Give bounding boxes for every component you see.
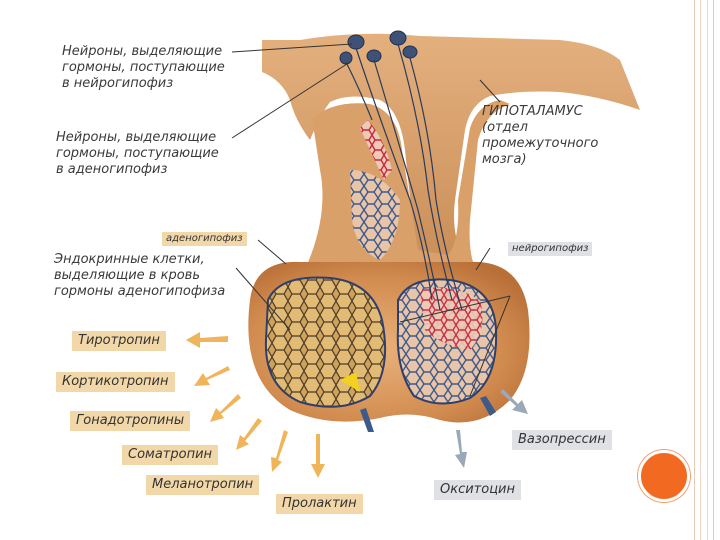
hormone-box-corticotropin: Кортикотропин <box>56 372 175 392</box>
hormone-box-gonadotropins: Гонадотропины <box>70 411 190 431</box>
label-endocrine-line3: гормоны аденогипофиза <box>54 284 225 300</box>
hormone-box-prolactin: Пролактин <box>276 494 363 514</box>
label-hypothalamus-line3: промежуточного <box>482 136 598 152</box>
label-neurons-neuro: Нейроны, выделяющие гормоны, поступающие… <box>62 44 225 92</box>
label-adenohypophysis: аденогипофиз <box>162 232 247 246</box>
label-endocrine-line1: Эндокринные клетки, <box>54 252 225 268</box>
hormone-box-melanotropin: Меланотропин <box>146 475 259 495</box>
label-endocrine-line2: выделяющие в кровь <box>54 268 225 284</box>
label-neurons-adeno: Нейроны, выделяющие гормоны, поступающие… <box>56 130 219 178</box>
hormone-box-thyrotropin: Тиротропин <box>72 331 166 351</box>
label-neurons-adeno-line2: гормоны, поступающие <box>56 146 219 162</box>
label-neurons-neuro-line2: гормоны, поступающие <box>62 60 225 76</box>
hormone-box-vasopressin: Вазопрессин <box>512 430 612 450</box>
label-neurons-neuro-line1: Нейроны, выделяющие <box>62 44 225 60</box>
label-hypothalamus: ГИПОТАЛАМУС (отдел промежуточного мозга) <box>482 104 598 168</box>
adenohypophysis-cells <box>266 277 385 406</box>
label-neurons-adeno-line1: Нейроны, выделяющие <box>56 130 219 146</box>
label-neurons-adeno-line3: в аденогипофиз <box>56 162 219 178</box>
label-endocrine-cells: Эндокринные клетки, выделяющие в кровь г… <box>54 252 225 300</box>
hormone-box-somatropin: Соматропин <box>122 445 218 465</box>
label-hypothalamus-line4: мозга) <box>482 152 598 168</box>
hormone-box-oxytocin: Окситоцин <box>434 480 521 500</box>
label-hypothalamus-line1: ГИПОТАЛАМУС <box>482 104 598 120</box>
label-neurohypophysis: нейрогипофиз <box>508 242 592 256</box>
label-neurons-neuro-line3: в нейрогипофиз <box>62 76 225 92</box>
label-hypothalamus-line2: (отдел <box>482 120 598 136</box>
